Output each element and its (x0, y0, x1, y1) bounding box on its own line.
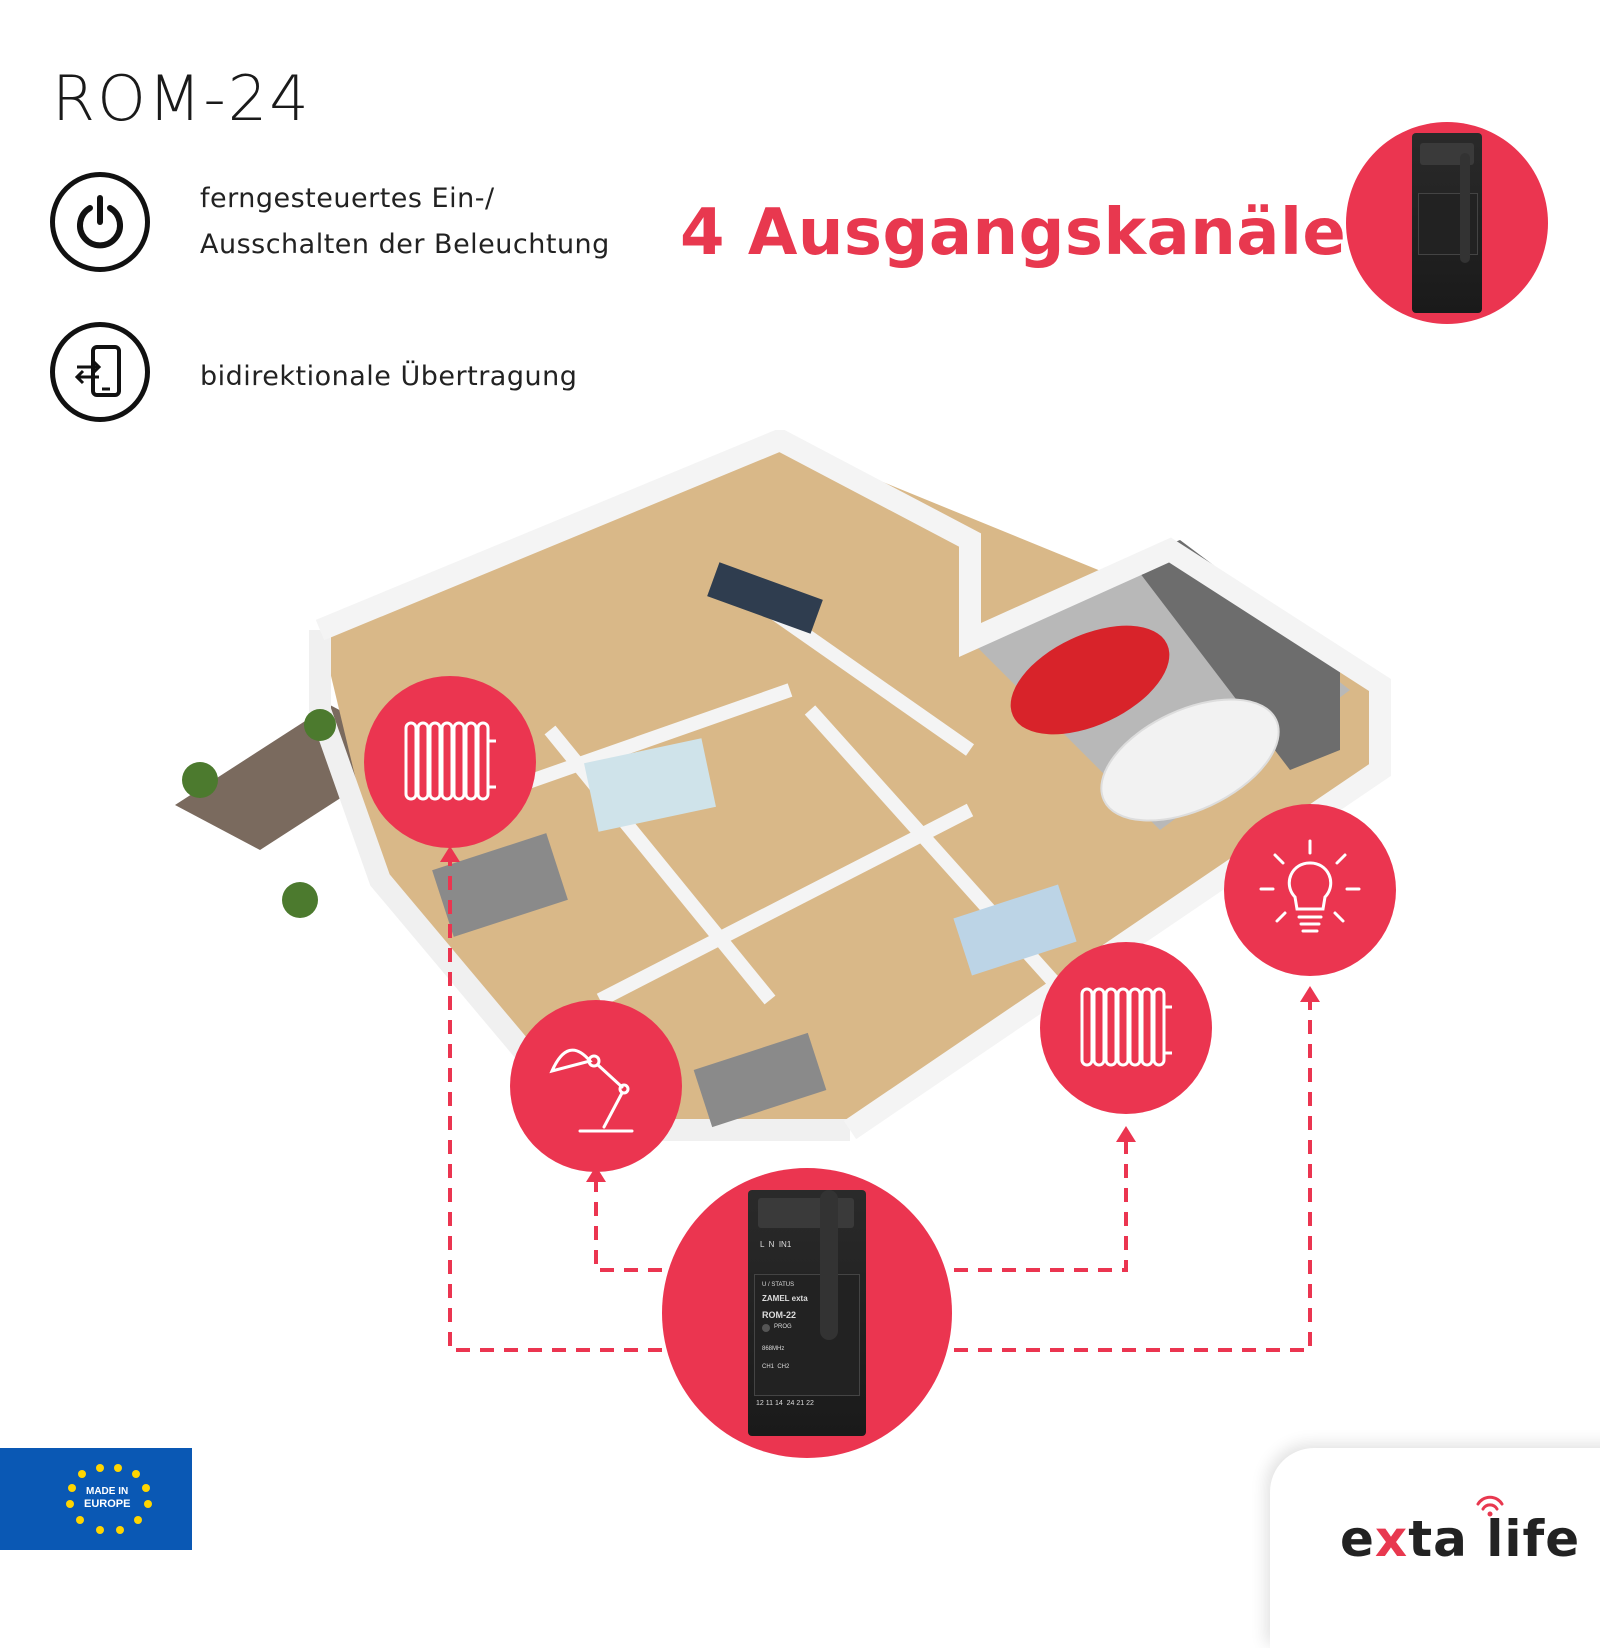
device-module: L N IN1 U / STATUS ZAMEL exta ROM-22 PRO… (748, 1190, 866, 1436)
wifi-signal-icon (1476, 1495, 1504, 1517)
radiator-icon (404, 721, 496, 801)
device-module-small (1412, 133, 1482, 313)
headline-channels: 4 Ausgangskanäle (680, 196, 1347, 270)
brand-logo-part1: e (1340, 1510, 1375, 1568)
device-brand-label: ZAMEL exta (762, 1294, 808, 1303)
radiator-circle-right (1040, 942, 1212, 1114)
device-status-label: U / STATUS (762, 1282, 795, 1288)
light-bulb-icon (1259, 839, 1361, 933)
device-prog-button[interactable] (762, 1324, 770, 1332)
device-terminal-top-label: L N IN1 (760, 1240, 792, 1249)
feature-power-line1: ferngesteuertes Ein-/ (200, 183, 495, 214)
feature-power-text: ferngesteuertes Ein-/ Ausschalten der Be… (200, 176, 610, 268)
house-floor-plan (175, 430, 1391, 1141)
device-thumbnail (1346, 122, 1548, 324)
light-circle (1224, 804, 1396, 976)
device-model-label: ROM-22 (762, 1310, 797, 1320)
smartphone-transfer-icon (50, 322, 150, 422)
made-in-europe-badge: MADE IN EUROPE (0, 1448, 192, 1550)
brand-logo: exta life (1340, 1510, 1580, 1568)
page-title: ROM-24 (52, 62, 311, 135)
connection-lines (440, 846, 1320, 1352)
device-freq-label: 868MHz (762, 1346, 785, 1352)
radiator-circle-left (364, 676, 536, 848)
feature-transfer-text: bidirektionale Übertragung (200, 361, 578, 392)
device-terminal-bottom-label: 12 11 14 24 21 22 (756, 1400, 814, 1407)
brand-logo-part3: ta life (1408, 1510, 1581, 1568)
device-prog-label: PROG (774, 1324, 792, 1330)
power-icon (50, 172, 150, 272)
lamp-circle (510, 1000, 682, 1172)
desk-lamp-icon (549, 1048, 634, 1133)
radiator-icon (1080, 987, 1172, 1067)
device-channels-label: CH1 CH2 (762, 1364, 790, 1370)
brand-logo-x: x (1374, 1510, 1409, 1568)
eu-stars-icon (66, 1464, 152, 1534)
device-main-circle: L N IN1 U / STATUS ZAMEL exta ROM-22 PRO… (662, 1168, 952, 1458)
eu-text-line2: EUROPE (84, 1498, 131, 1510)
feature-power-line2: Ausschalten der Beleuchtung (200, 229, 610, 260)
device-antenna (820, 1190, 838, 1340)
eu-text-line1: MADE IN (86, 1486, 129, 1497)
